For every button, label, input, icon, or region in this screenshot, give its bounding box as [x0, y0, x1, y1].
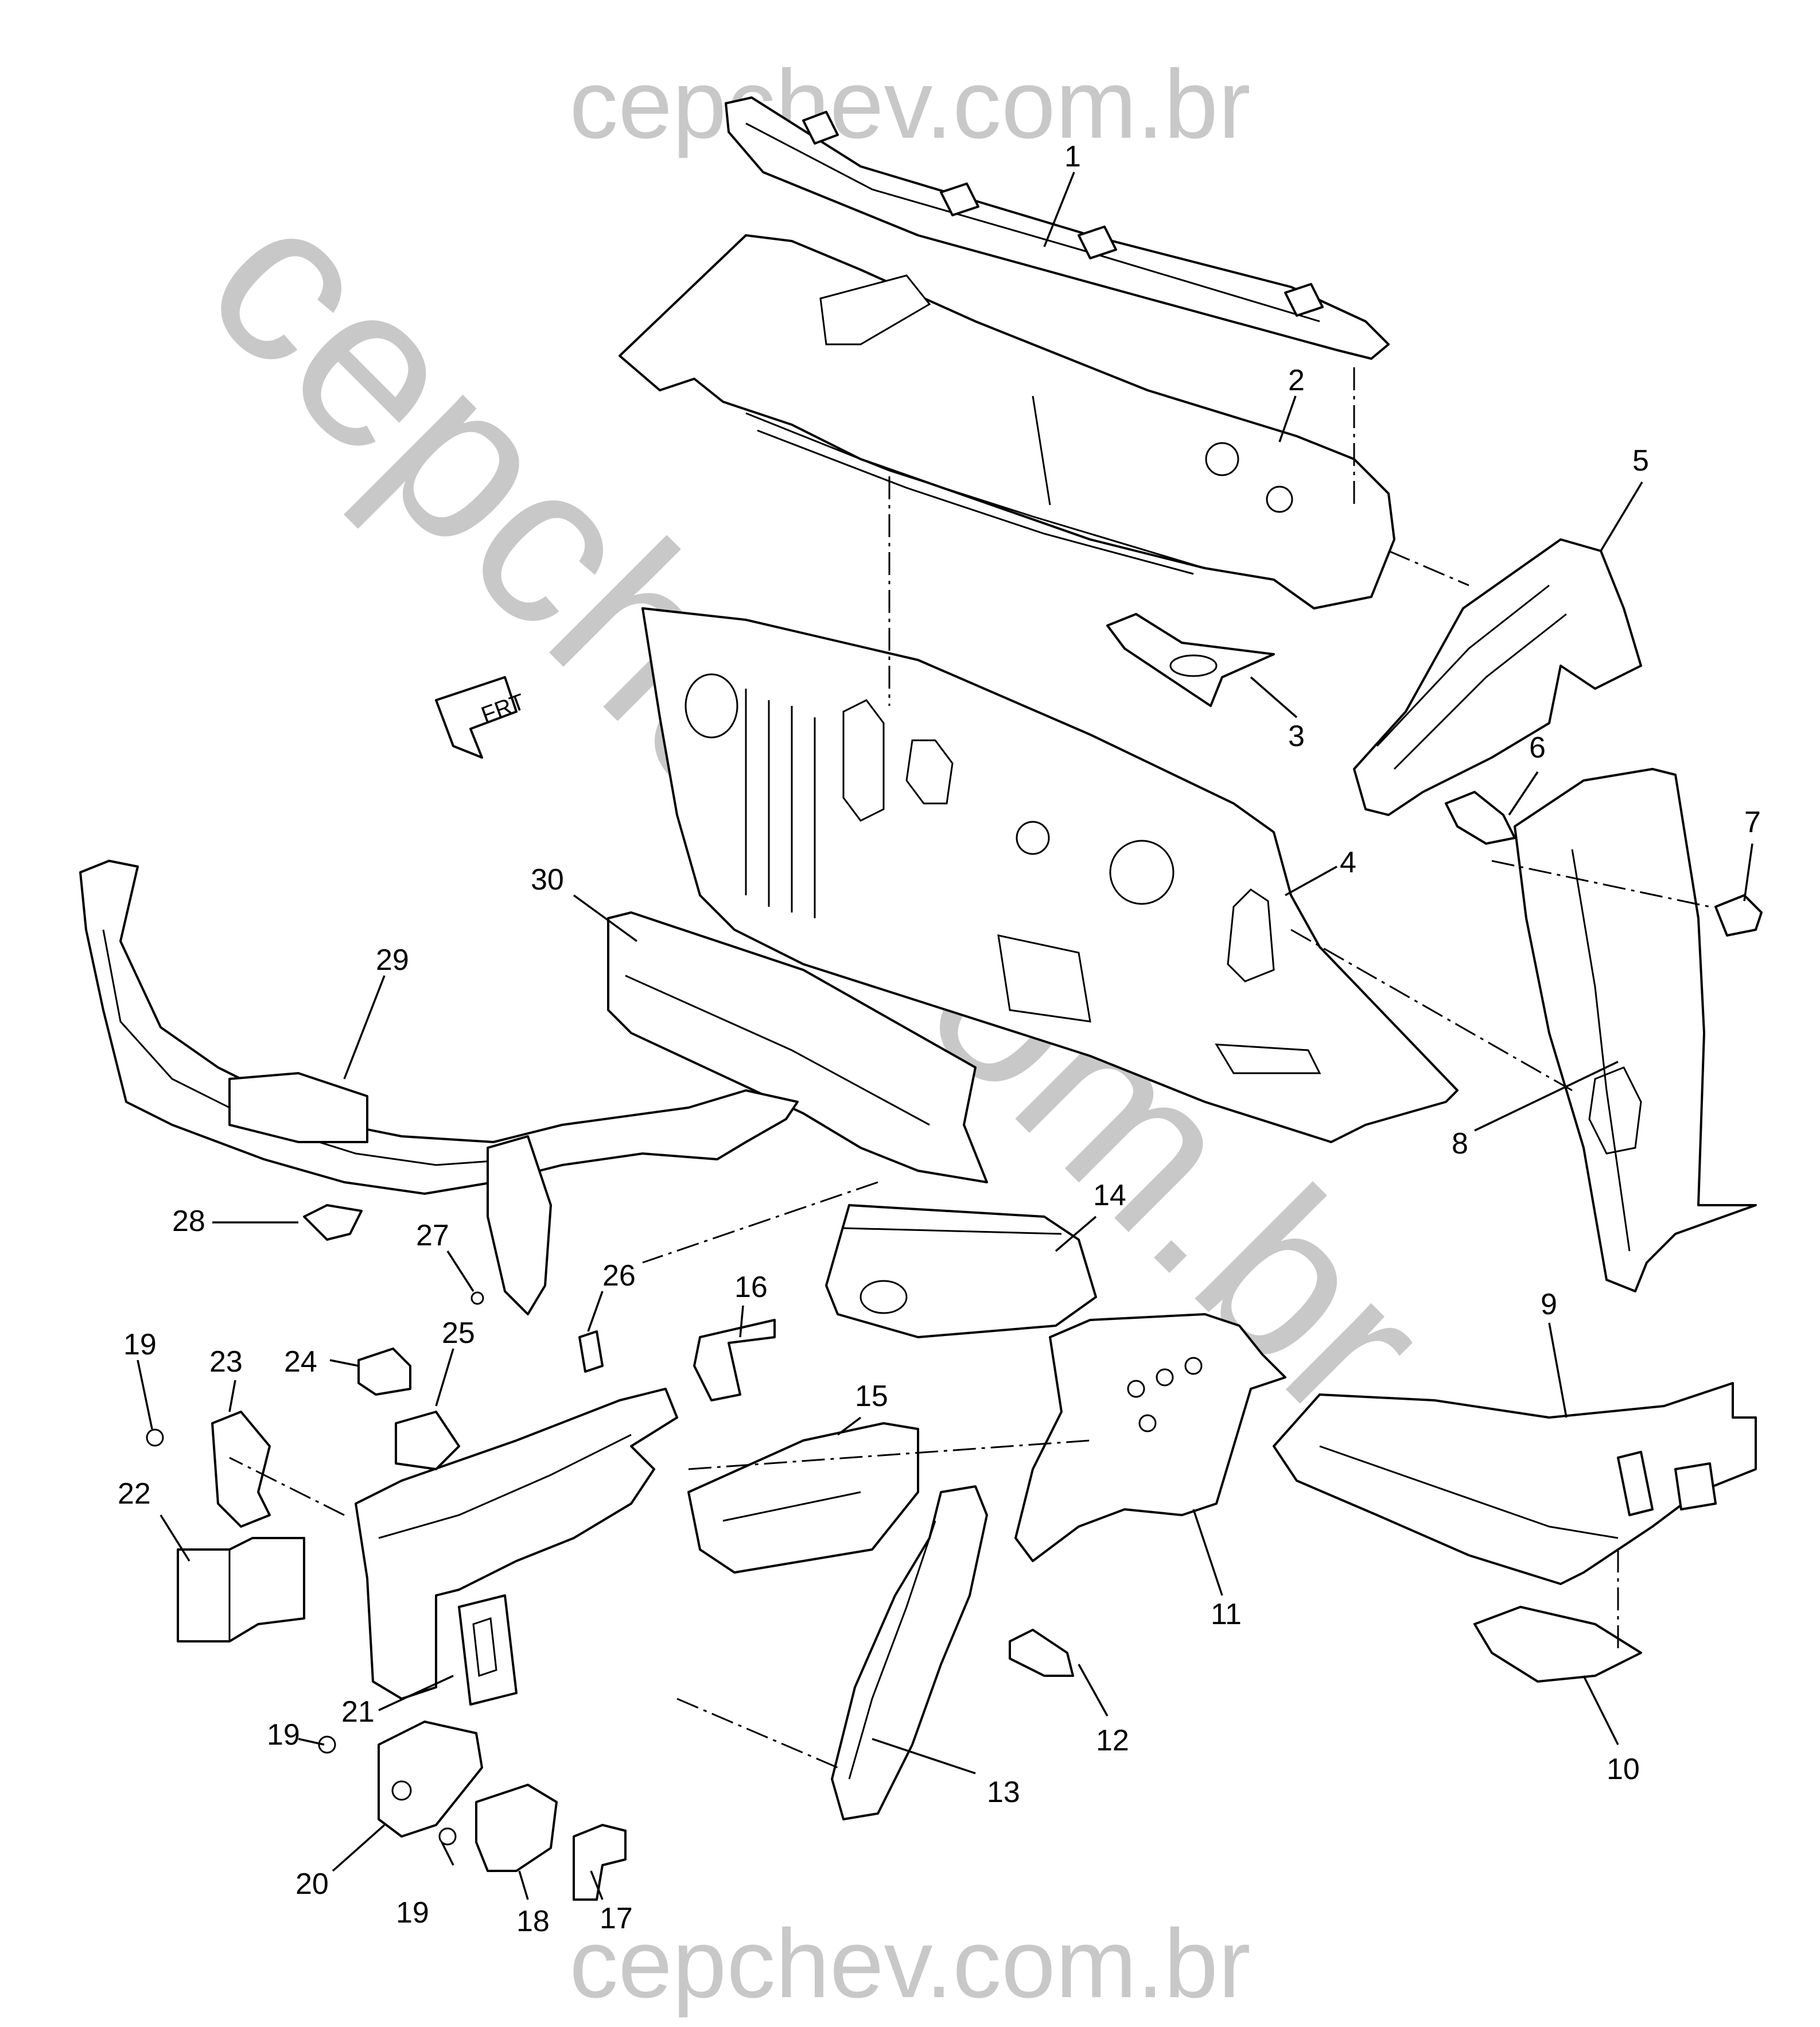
callout-18: 18: [516, 1905, 550, 1938]
callout-22: 22: [118, 1477, 151, 1510]
callout-17: 17: [600, 1902, 633, 1935]
part-27-bolt: [470, 1291, 484, 1305]
part-15-panel: [687, 1422, 919, 1574]
callout-28: 28: [172, 1205, 205, 1238]
part-25-front-rail: [355, 1388, 678, 1700]
callout-7: 7: [1744, 806, 1761, 839]
part-29-radiator-support: [79, 860, 799, 1315]
part-22-crash-box: [177, 1537, 305, 1642]
part-12-bracket: [1009, 1629, 1074, 1677]
part-21-plate: [458, 1594, 518, 1706]
callout-25: 25: [442, 1317, 475, 1350]
watermark-bottom: cepchev.com.br: [569, 1909, 1250, 2018]
part-4-dash-panel: [641, 607, 1459, 1143]
alignment-lines: [229, 367, 1710, 1769]
callout-23: 23: [209, 1345, 243, 1378]
callout-15: 15: [855, 1380, 888, 1413]
callout-labels: 1 2 3 4 5 6 7 8 9 10 11 12 13 14 15 16 1…: [118, 140, 1761, 1938]
callout-19a: 19: [123, 1328, 157, 1361]
callout-8: 8: [1452, 1127, 1468, 1160]
callout-10: 10: [1607, 1753, 1640, 1786]
part-7-grommet: [1714, 894, 1763, 937]
part-11-front-rail-rear: [1014, 1313, 1286, 1562]
callout-16: 16: [734, 1271, 768, 1304]
callout-2: 2: [1288, 364, 1305, 397]
callout-19b: 19: [267, 1718, 300, 1752]
part-14-plate: [825, 1204, 1097, 1338]
part-8-hinge-pillar: [1514, 768, 1757, 1292]
part-26-clip: [578, 1330, 604, 1373]
front-direction-arrow-icon: FRT: [435, 676, 528, 759]
callout-26: 26: [602, 1259, 636, 1292]
part-2-plenum-panel: [619, 234, 1395, 609]
part-6-clip: [1445, 791, 1516, 845]
callout-14: 14: [1093, 1179, 1126, 1212]
callout-13: 13: [987, 1776, 1020, 1809]
callout-30: 30: [531, 863, 564, 896]
callout-11: 11: [1211, 1598, 1242, 1631]
part-24-bracket: [357, 1348, 411, 1396]
callout-1: 1: [1064, 140, 1081, 173]
callout-21: 21: [341, 1695, 375, 1729]
watermark-top: cepchev.com.br: [569, 50, 1250, 159]
part-1-cowl-bar: [725, 96, 1390, 360]
part-23-bracket: [211, 1411, 271, 1528]
callout-24: 24: [284, 1345, 317, 1378]
callout-27: 27: [416, 1219, 449, 1252]
part-10-bracket: [1473, 1606, 1642, 1683]
part-9-sill: [1273, 1382, 1757, 1585]
part-5-side-panel-upper: [1353, 538, 1642, 816]
callout-4: 4: [1340, 846, 1356, 879]
part-17-bracket: [573, 1824, 627, 1901]
callout-29: 29: [376, 943, 409, 977]
leader-lines: [137, 172, 1753, 1900]
part-19-bolts: [146, 1428, 457, 1846]
callout-12: 12: [1096, 1724, 1129, 1757]
part-28-bracket: [303, 1204, 363, 1241]
callout-3: 3: [1288, 720, 1305, 753]
callout-20: 20: [295, 1867, 329, 1901]
part-13-rail: [831, 1485, 988, 1820]
part-18-bracket: [475, 1784, 558, 1872]
part-30-dash-extension: [607, 911, 988, 1183]
part-3-bracket: [1106, 613, 1275, 707]
part-16-bracket: [693, 1319, 776, 1401]
callout-9: 9: [1541, 1288, 1557, 1321]
callout-19c: 19: [396, 1896, 429, 1929]
callout-6: 6: [1529, 731, 1546, 764]
part-20-mount: [378, 1721, 483, 1838]
callout-5: 5: [1632, 444, 1649, 477]
